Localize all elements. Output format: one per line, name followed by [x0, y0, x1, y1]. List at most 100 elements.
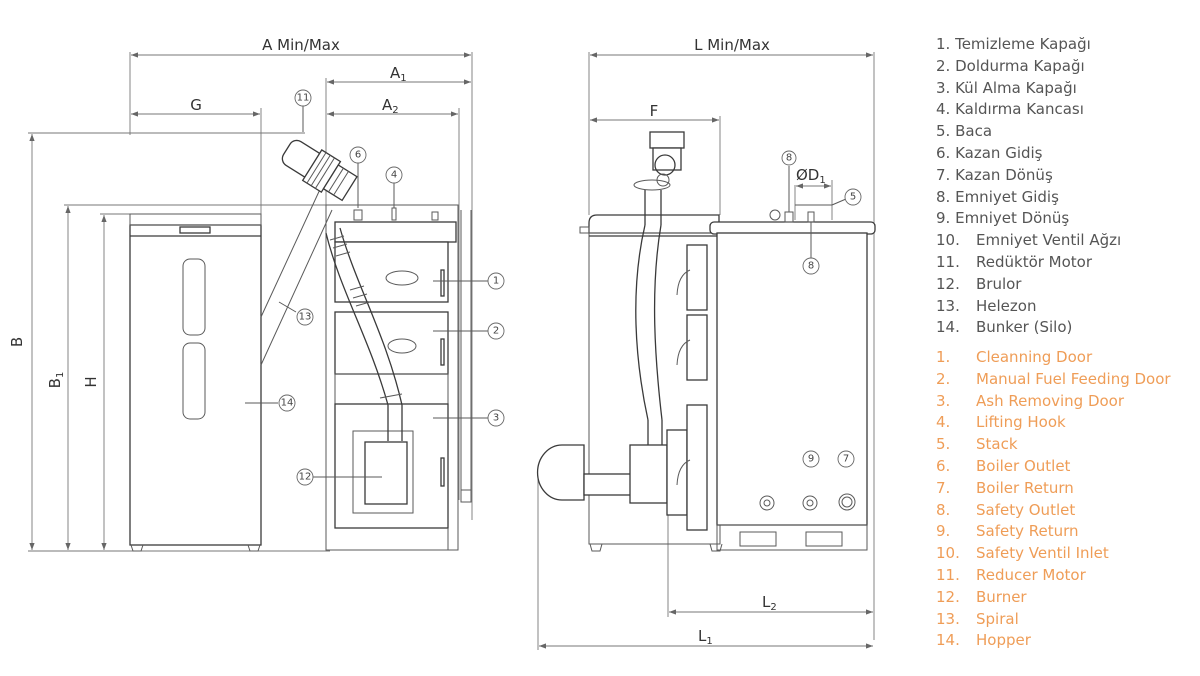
legend-item-number: 1. [936, 348, 951, 366]
callout-4: 4 [385, 166, 403, 208]
callout-11: 11 [294, 89, 312, 132]
label-a-minmax: A Min/Max [262, 36, 340, 54]
label-g: G [190, 96, 202, 114]
legend-item: 7. Boiler Return [936, 478, 1200, 500]
svg-text:7: 7 [843, 454, 849, 465]
legend-item-label: Burner [976, 587, 1027, 606]
legend-item: 10.Emniyet Ventil Ağzı [936, 230, 1200, 252]
callout-13: 13 [278, 301, 314, 326]
legend-item-label: Hopper [976, 631, 1031, 650]
callout-5: 5 [831, 188, 862, 206]
legend-item: 3. Ash Removing Door [936, 391, 1200, 413]
legend-item-label: Brulor [976, 274, 1022, 293]
legend-item-label: Emniyet Dönüş [955, 209, 1070, 228]
label-a2: A2 [382, 96, 399, 116]
legend-item: 12. Burner [936, 587, 1200, 609]
dimension-g: G [131, 96, 262, 230]
legend-item-number: 6. [936, 456, 951, 475]
legend-item: 3. Kül Alma Kapağı [936, 78, 1200, 100]
callout-6: 6 [349, 146, 367, 208]
legend-item-number: 11. [936, 565, 960, 584]
legend-item: 12. Brulor [936, 274, 1200, 296]
svg-text:4: 4 [391, 170, 397, 181]
legend-item-number: 5. [936, 435, 951, 454]
svg-text:14: 14 [281, 398, 294, 409]
legend-item-label: Reducer Motor [976, 565, 1086, 584]
side-view: L Min/Max F ØD1 L2 L1 [536, 36, 876, 650]
legend-item-number: 14. [936, 318, 960, 337]
burner [536, 429, 688, 516]
legend-item: 13. Helezon [936, 296, 1200, 318]
legend-item-number: 2. [936, 56, 951, 75]
dimension-d1: ØD1 [794, 166, 833, 220]
legend-item-number: 13. [936, 609, 960, 628]
legend-item-number: 4. [936, 100, 951, 119]
legend-item-number: 2. [936, 369, 951, 388]
legend-item-label: Boiler Return [976, 478, 1074, 497]
legend-item-number: 12. [936, 274, 960, 293]
legend-item: 7. Kazan Dönüş [936, 165, 1200, 187]
legend-item-number: 11. [936, 252, 960, 271]
label-b: B [8, 337, 26, 347]
legend-english: 1. Cleanning Door 2. Manual Fuel Feeding Do… [936, 347, 1200, 652]
label-l-minmax: L Min/Max [694, 36, 770, 54]
legend-item-number: 3. [936, 391, 951, 410]
dimension-f: F [590, 102, 721, 215]
reducer-motor-side [633, 131, 685, 191]
legend-item-label: Baca [955, 122, 993, 141]
legend-item: 11.Redüktör Motor [936, 252, 1200, 274]
legend-item-label: Stack [976, 435, 1018, 454]
callout-2: 2 [433, 322, 505, 340]
legend-item-label: Kaldırma Kancası [955, 100, 1084, 119]
legend-item-number: 10. [936, 544, 960, 563]
svg-text:13: 13 [299, 312, 312, 323]
boiler-front [325, 204, 472, 551]
dimension-l1: L1 [537, 470, 873, 650]
label-b1: B1 [46, 372, 66, 389]
legend-item: 6. Kazan Gidiş [936, 143, 1200, 165]
legend-item-number: 7. [936, 478, 951, 497]
feed-pipe-side [635, 190, 663, 445]
legend-item: 11. Reducer Motor [936, 565, 1200, 587]
legend-item-label: Cleanning Door [976, 348, 1093, 366]
legend-item-label: Bunker (Silo) [976, 318, 1073, 337]
svg-text:2: 2 [493, 326, 499, 337]
legend-item: 13. Spiral [936, 609, 1200, 631]
legend-item-label: Ash Removing Door [976, 391, 1125, 410]
legend-item-label: Helezon [976, 296, 1037, 315]
side-doors [676, 244, 708, 531]
spiral-auger [260, 184, 333, 366]
callout-3: 3 [433, 409, 505, 427]
legend-item-number: 12. [936, 587, 960, 606]
label-l2: L2 [762, 593, 777, 613]
dimension-a-minmax: A Min/Max [129, 36, 473, 520]
boiler-side [709, 209, 876, 551]
legend-item: 5. Baca [936, 121, 1200, 143]
front-view: A Min/Max A1 A2 G B B1 [8, 36, 473, 552]
legend-item-number: 13. [936, 296, 960, 315]
legend-item-label: Spiral [976, 609, 1019, 628]
legend-item-number: 8. [936, 187, 951, 206]
legend-item: 9. Emniyet Dönüş [936, 208, 1200, 230]
legend-item: 4. Kaldırma Kancası [936, 99, 1200, 121]
svg-text:11: 11 [297, 93, 310, 104]
label-a1: A1 [390, 64, 407, 84]
legend-item-label: Kazan Gidiş [955, 143, 1043, 162]
reducer-motor [281, 139, 358, 202]
legend-item-number: 5. [936, 122, 951, 141]
legend-item-label: Boiler Outlet [976, 456, 1071, 475]
legend-item: 4.Lifting Hook [936, 412, 1200, 434]
legend-item-number: 3. [936, 78, 951, 97]
legend-item: 5. Stack [936, 434, 1200, 456]
legend-item-number: 4. [936, 413, 951, 432]
legend-item-label: Manual Fuel Feeding Door [976, 369, 1171, 388]
legend-item-label: Emniyet Gidiş [955, 187, 1059, 206]
legend-item: 14.Hopper [936, 630, 1200, 652]
legend-item-label: Emniyet Ventil Ağzı [976, 231, 1122, 250]
svg-text:1: 1 [493, 276, 499, 287]
label-l1: L1 [698, 627, 713, 647]
legend-item-number: 1. [936, 35, 951, 53]
label-h: H [82, 376, 100, 387]
callout-9: 9 [802, 450, 820, 468]
svg-text:6: 6 [355, 150, 361, 161]
